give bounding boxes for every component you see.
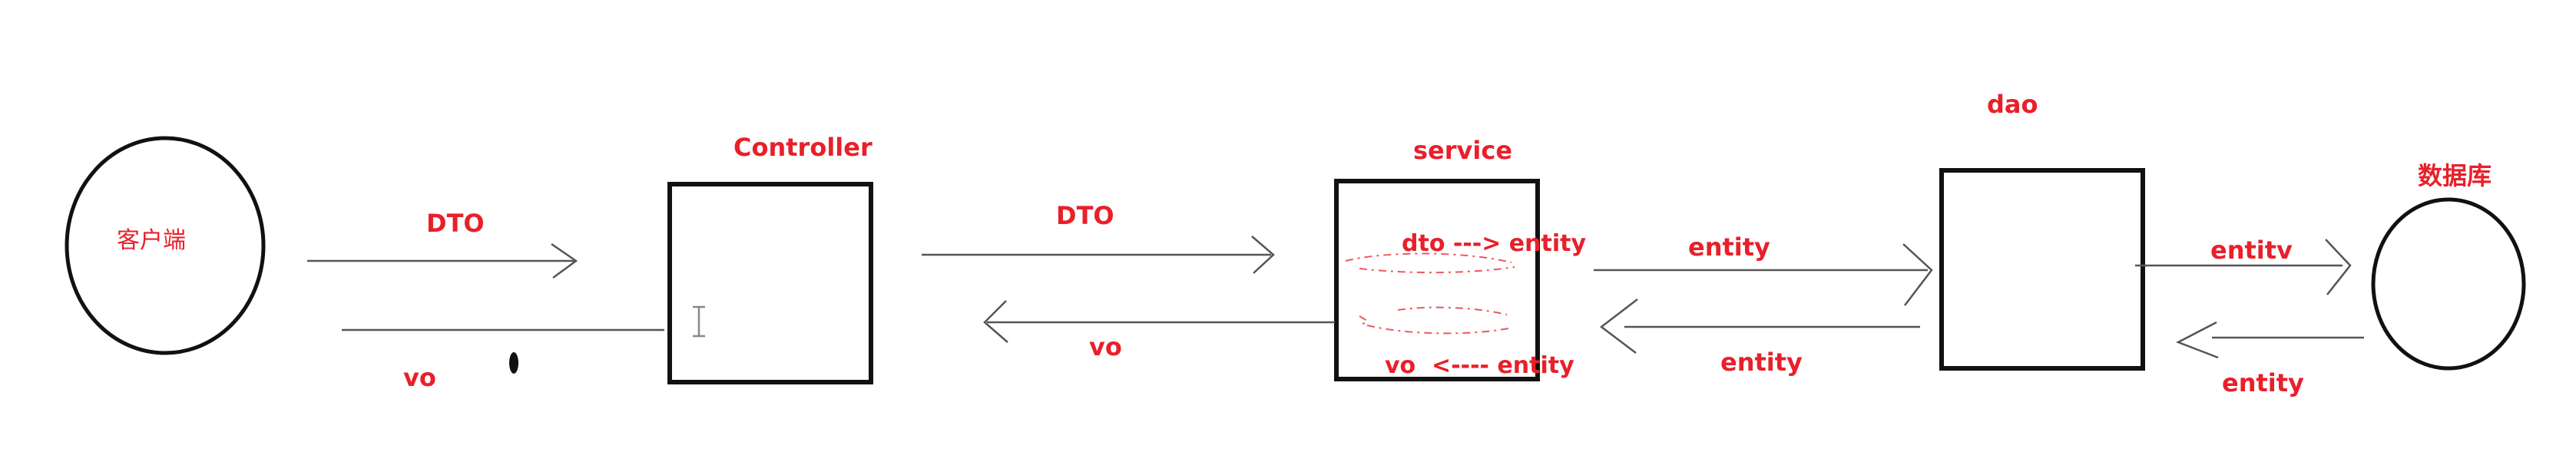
arrowhead-controller-to-service <box>1251 236 1275 274</box>
edge-label-dao-to-service: entity <box>1720 348 1803 377</box>
text-cursor-icon <box>693 305 705 338</box>
database-node <box>2371 197 2526 371</box>
edge-label-client-to-controller: DTO <box>426 209 485 238</box>
dao-label: dao <box>1987 90 2038 119</box>
arrowhead-client-to-controller <box>551 242 578 279</box>
dao-node <box>1939 168 2145 371</box>
edge-label-db-to-dao: entity <box>2222 368 2304 397</box>
client-label: 客户端 <box>117 227 186 254</box>
database-label: 数据库 <box>2418 161 2492 190</box>
edge-label-service-to-dao: entity <box>1688 232 1770 262</box>
edge-label-service-to-controller: vo <box>1089 332 1122 361</box>
arrowhead-service-to-dao <box>1902 243 1933 306</box>
controller-label: Controller <box>733 133 872 162</box>
service-note-convert-in: dto ---> entity <box>1402 230 1587 257</box>
service-scribbles <box>1345 252 1515 335</box>
arrowhead-service-to-controller <box>983 300 1008 343</box>
client-node <box>65 136 266 355</box>
edge-label-controller-to-service: DTO <box>1056 201 1114 230</box>
arrowhead-dao-to-service <box>1599 298 1638 354</box>
service-note-convert-out: vo <---- entity <box>1385 352 1574 379</box>
edge-label-dao-to-db: entitv <box>2210 236 2293 265</box>
stray-dot <box>509 352 518 374</box>
arrowhead-db-to-dao <box>2175 321 2219 359</box>
service-label: service <box>1413 136 1513 165</box>
arrowhead-dao-to-db <box>2325 239 2352 295</box>
edge-label-controller-to-client: vo <box>403 363 436 392</box>
service-node <box>1334 179 1540 381</box>
controller-node <box>667 182 873 384</box>
